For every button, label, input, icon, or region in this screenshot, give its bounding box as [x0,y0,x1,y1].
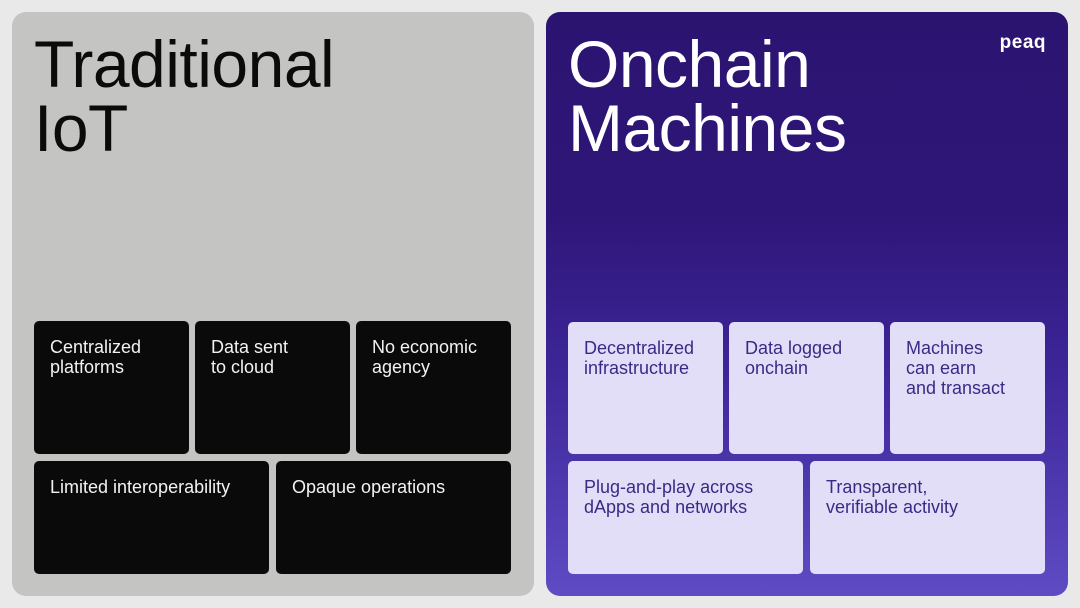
card-decentralized-infrastructure: Decentralized infrastructure [568,322,723,454]
card-plug-and-play: Plug-and-play across dApps and networks [568,461,803,574]
traditional-iot-title: Traditional IoT [34,27,335,165]
onchain-machines-panel: Onchain Machines peaq Decentralized infr… [546,12,1068,596]
traditional-iot-panel: Traditional IoT Centralized platforms Da… [12,12,534,596]
card-no-economic-agency: No economic agency [356,321,511,454]
card-data-sent-to-cloud: Data sent to cloud [195,321,350,454]
peaq-logo: peaq [999,32,1046,53]
card-limited-interoperability: Limited interoperability [34,461,269,574]
card-data-logged-onchain: Data logged onchain [729,322,884,454]
onchain-machines-title: Onchain Machines [568,27,847,165]
card-centralized-platforms: Centralized platforms [34,321,189,454]
card-transparent-activity: Transparent, verifiable activity [810,461,1045,574]
card-machines-earn-transact: Machines can earn and transact [890,322,1045,454]
card-opaque-operations: Opaque operations [276,461,511,574]
